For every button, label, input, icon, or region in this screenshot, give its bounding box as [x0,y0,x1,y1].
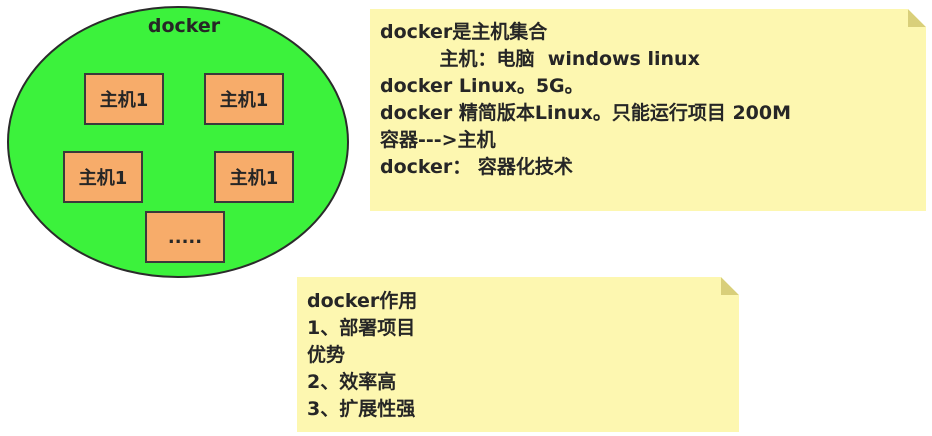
host-label: 主机1 [219,90,269,111]
host-label: 主机1 [99,90,149,111]
host-box-3: 主机1 [63,151,143,203]
note-fold-corner [721,277,739,295]
note-line: 1、部署项目 [307,317,416,339]
note-line: docker是主机集合 [380,21,548,43]
host-box-1: 主机1 [84,73,164,125]
host-label: 主机1 [229,168,279,189]
host-box-more: ..... [145,211,225,263]
host-box-4: 主机1 [214,151,294,203]
note-line: 2、效率高 [307,371,397,393]
note-line: 3、扩展性强 [307,398,416,420]
note-line: docker作用 [307,290,418,312]
note-fold-corner [908,9,926,27]
host-label: 主机1 [78,168,128,189]
note-line: 主机：电脑 windows linux [380,48,700,70]
host-label: ..... [167,226,203,248]
docker-label: docker [147,15,221,37]
note-line: 容器--->主机 [380,129,496,151]
note-line: 优势 [307,344,346,366]
note-docker-definition: docker是主机集合 主机：电脑 windows linux docker L… [370,9,926,211]
note-line: docker： 容器化技术 [380,156,573,178]
note-docker-purpose: docker作用 1、部署项目 优势 2、效率高 3、扩展性强 [297,277,739,432]
host-box-2: 主机1 [204,73,284,125]
note-line: docker 精简版本Linux。只能运行项目 200M [380,102,792,124]
note-line: docker Linux。5G。 [380,75,584,97]
